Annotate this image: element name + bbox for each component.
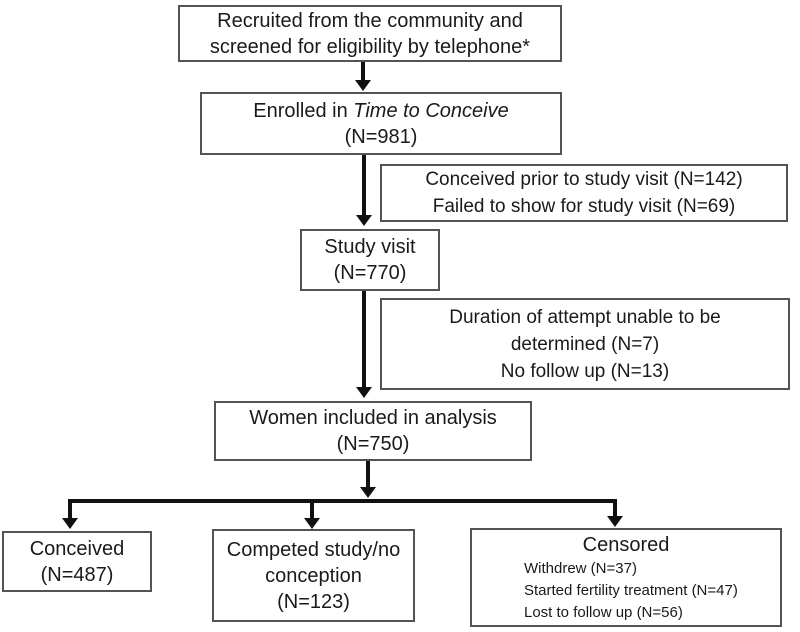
box-recruited-line1: Recruited from the community and bbox=[217, 9, 523, 32]
excluded-after-visit-line2: determined (N=7) bbox=[510, 333, 660, 355]
arrow-visit-to-analysis-head bbox=[356, 387, 372, 398]
excluded-before-visit-line1: Conceived prior to study visit (N=142) bbox=[425, 169, 743, 190]
box-conceived-title: Conceived bbox=[29, 537, 125, 560]
box-enrolled-line1: Enrolled in Time to Conceive bbox=[253, 98, 509, 124]
censored-item-fertility-treatment: Started fertility treatment (N=47) bbox=[524, 581, 738, 599]
box-censored: Censored Withdrew (N=37) Started fertili… bbox=[470, 528, 782, 627]
arrow-branch-to-censored-shaft bbox=[613, 503, 617, 517]
excluded-after-visit-line3: No follow up (N=13) bbox=[500, 360, 670, 382]
box-enrolled-n: (N=981) bbox=[344, 125, 418, 148]
box-recruited: Recruited from the community and screene… bbox=[178, 5, 562, 62]
arrow-analysis-to-branch-shaft bbox=[366, 461, 370, 488]
box-analysis: Women included in analysis (N=750) bbox=[214, 401, 532, 461]
box-analysis-n: (N=750) bbox=[336, 433, 410, 455]
box-censored-items: Withdrew (N=37) Started fertility treatm… bbox=[472, 558, 738, 624]
box-completed-line2: conception bbox=[265, 564, 362, 587]
arrow-enrolled-to-visit-head bbox=[356, 215, 372, 226]
box-study-visit-title: Study visit bbox=[324, 236, 416, 258]
arrow-branch-to-conceived-head bbox=[62, 518, 78, 529]
arrow-branch-to-conceived-shaft bbox=[68, 503, 72, 519]
box-completed-n: (N=123) bbox=[277, 590, 350, 613]
excluded-before-visit-line2: Failed to show for study visit (N=69) bbox=[432, 196, 736, 217]
arrow-recruited-to-enrolled-head bbox=[355, 80, 371, 91]
censored-item-withdrew: Withdrew (N=37) bbox=[524, 559, 637, 577]
box-enrolled: Enrolled in Time to Conceive (N=981) bbox=[200, 92, 562, 155]
box-analysis-title: Women included in analysis bbox=[249, 407, 497, 429]
censored-item-lost-follow-up: Lost to follow up (N=56) bbox=[524, 603, 683, 621]
arrow-enrolled-to-visit-shaft bbox=[362, 155, 366, 216]
box-conceived: Conceived (N=487) bbox=[2, 531, 152, 592]
box-completed-no-conception: Competed study/no conception (N=123) bbox=[212, 529, 415, 622]
arrow-branch-to-completed-shaft bbox=[310, 503, 314, 519]
arrow-visit-to-analysis-shaft bbox=[362, 291, 366, 388]
box-enrolled-prefix: Enrolled in bbox=[253, 99, 354, 122]
arrow-analysis-to-branch-head bbox=[360, 487, 376, 498]
box-completed-line1: Competed study/no bbox=[226, 538, 401, 561]
box-excluded-before-visit: Conceived prior to study visit (N=142) F… bbox=[380, 164, 788, 222]
box-censored-title: Censored bbox=[582, 533, 670, 556]
box-excluded-after-visit: Duration of attempt unable to be determi… bbox=[380, 298, 790, 390]
arrow-branch-to-censored-head bbox=[607, 516, 623, 527]
arrow-branch-to-completed-head bbox=[304, 518, 320, 529]
box-conceived-n: (N=487) bbox=[40, 563, 114, 586]
box-enrolled-study-name: Time to Conceive bbox=[353, 99, 509, 122]
box-study-visit-n: (N=770) bbox=[333, 262, 407, 284]
branch-bar bbox=[68, 499, 617, 503]
arrow-recruited-to-enrolled-shaft bbox=[361, 62, 365, 81]
excluded-after-visit-line1: Duration of attempt unable to be bbox=[449, 306, 721, 328]
box-study-visit: Study visit (N=770) bbox=[300, 229, 440, 291]
box-recruited-line2: screened for eligibility by telephone* bbox=[209, 35, 531, 58]
